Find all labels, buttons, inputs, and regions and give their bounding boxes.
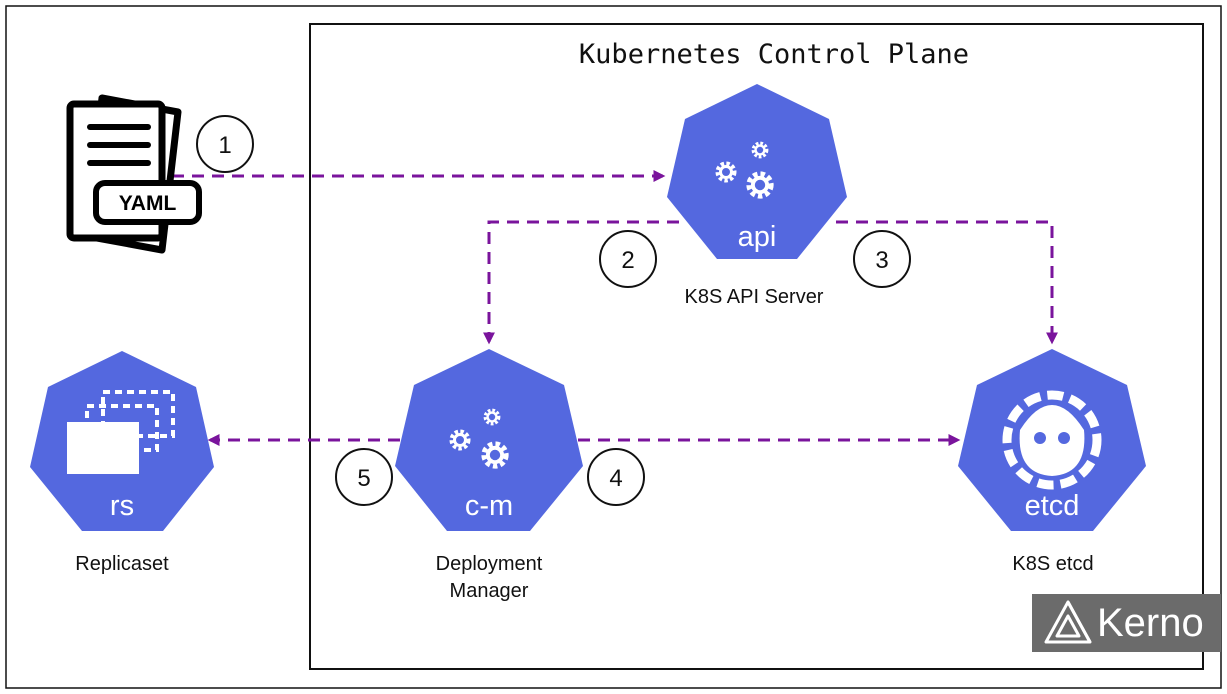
cm-icon-text: c-m <box>465 490 513 522</box>
controller-manager-node: c-m <box>395 349 583 531</box>
arrow-3-api-to-etcd <box>836 220 1058 345</box>
kerno-watermark: Kerno <box>1032 594 1221 652</box>
svg-text:3: 3 <box>875 247 888 274</box>
etcd-logo-icon <box>1002 390 1102 490</box>
step-marker-2: 2 <box>599 230 657 288</box>
api-server-label: K8S API Server <box>685 286 824 308</box>
svg-text:4: 4 <box>609 465 622 492</box>
deployment-manager-label-line2: Manager <box>450 580 529 602</box>
step-marker-4: 4 <box>587 448 645 506</box>
outer-frame <box>5 5 1222 689</box>
etcd-icon-text: etcd <box>1025 490 1080 522</box>
replicaset-stack-icon <box>67 390 175 474</box>
svg-text:2: 2 <box>621 247 634 274</box>
etcd-node: etcd <box>958 349 1146 531</box>
svg-text:1: 1 <box>218 132 231 159</box>
yaml-document-icon: YAML <box>66 94 202 254</box>
replicaset-node: rs <box>30 351 214 531</box>
deployment-manager-label-line1: Deployment <box>436 553 543 575</box>
kerno-logo-icon <box>1044 600 1092 644</box>
step-marker-1: 1 <box>196 115 254 173</box>
kerno-text: Kerno <box>1097 601 1204 645</box>
api-server-node: api <box>667 84 847 259</box>
api-icon-text: api <box>738 221 777 253</box>
control-plane-boundary <box>309 23 1204 670</box>
step-marker-5: 5 <box>335 448 393 506</box>
replicaset-label: Replicaset <box>75 553 169 575</box>
svg-text:5: 5 <box>357 465 370 492</box>
arrow-2-api-to-controller-manager <box>483 220 679 345</box>
step-marker-3: 3 <box>853 230 911 288</box>
etcd-label: K8S etcd <box>1012 553 1093 575</box>
control-plane-title: Kubernetes Control Plane <box>579 39 969 70</box>
rs-icon-text: rs <box>110 490 134 522</box>
yaml-badge-text: YAML <box>119 192 177 215</box>
